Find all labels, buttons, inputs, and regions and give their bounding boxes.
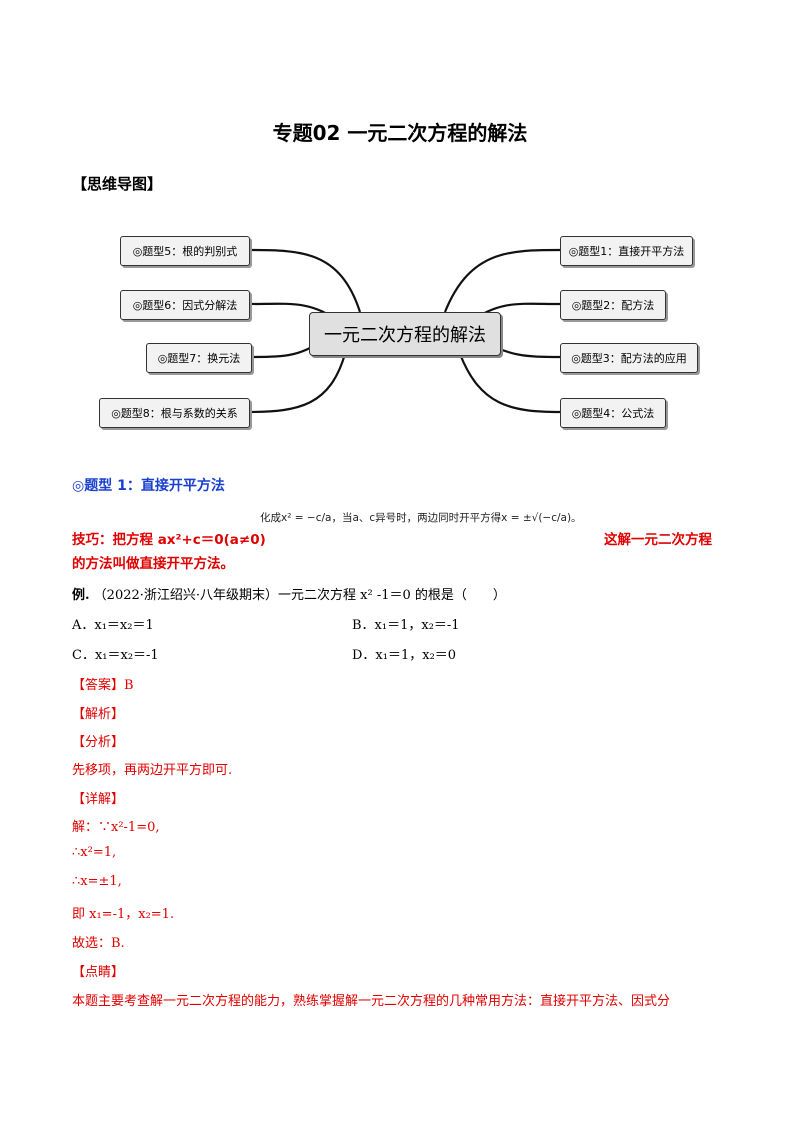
tip-line2: 的方法叫做直接开平方法。 — [72, 556, 234, 572]
detail-step-4: 即 x₁=-1，x₂=1. — [72, 907, 175, 922]
option-c: C．x₁＝x₂＝-1 — [72, 648, 159, 663]
mindmap-node-type1: ◎题型1：直接开平方法 — [560, 236, 693, 266]
mindmap-node-type3: ◎题型3：配方法的应用 — [560, 343, 698, 373]
tip-line1: 技巧：把方程 ax²+c＝0(a≠0) — [72, 532, 266, 548]
comment-heading: 【点睛】 — [72, 965, 125, 980]
example-label: 例. — [72, 588, 90, 603]
answer-line: 【答案】B — [72, 678, 134, 693]
option-a: A．x₁＝x₂＝1 — [72, 618, 154, 633]
mindmap-node-type4: ◎题型4：公式法 — [560, 398, 666, 428]
detail-step-3: ∴x=±1, — [72, 874, 122, 889]
mindmap-node-type7: ◎题型7：换元法 — [146, 343, 252, 373]
mindmap-node-type2: ◎题型2：配方法 — [560, 290, 666, 320]
option-d: D．x₁＝1，x₂＝0 — [352, 648, 457, 663]
example-question: 例. （2022·浙江绍兴·八年级期末）一元二次方程 x² -1＝0 的根是（ … — [72, 584, 506, 603]
mindmap-branches — [247, 248, 561, 414]
section-heading-type1: ◎题型 1：直接开平方法 — [72, 478, 225, 494]
mindmap-heading: 【思维导图】 — [72, 175, 163, 193]
mindmap-node-type6: ◎题型6：因式分解法 — [120, 290, 250, 320]
mindmap-center-node: 一元二次方程的解法 — [309, 312, 501, 356]
detail-heading: 【详解】 — [72, 792, 125, 807]
detail-step-2: ∴x²=1, — [72, 845, 117, 860]
option-b: B．x₁＝1，x₂＝-1 — [352, 618, 460, 633]
formula-note: 化成x² = −c/a，当a、c异号时，两边同时开平方得x = ±√(−c/a)… — [260, 512, 582, 524]
example-text: （2022·浙江绍兴·八年级期末）一元二次方程 x² -1＝0 的根是（ ） — [93, 588, 506, 603]
analysis-heading: 【解析】 — [72, 707, 125, 722]
mindmap-node-type5: ◎题型5：根的判别式 — [120, 236, 250, 266]
detail-step-5: 故选：B. — [72, 936, 125, 951]
mindmap-node-type8: ◎题型8：根与系数的关系 — [99, 398, 250, 428]
page-title: 专题02 一元二次方程的解法 — [272, 121, 528, 145]
tip-tail: 这解一元二次方程 — [604, 532, 712, 548]
fenxi-heading: 【分析】 — [72, 735, 125, 750]
detail-step-1: 解：∵x²-1=0, — [72, 820, 160, 835]
comment-text: 本题主要考查解一元二次方程的能力，熟练掌握解一元二次方程的几种常用方法：直接开平… — [72, 994, 671, 1009]
fenxi-text: 先移项，再两边开平方即可. — [72, 763, 233, 778]
